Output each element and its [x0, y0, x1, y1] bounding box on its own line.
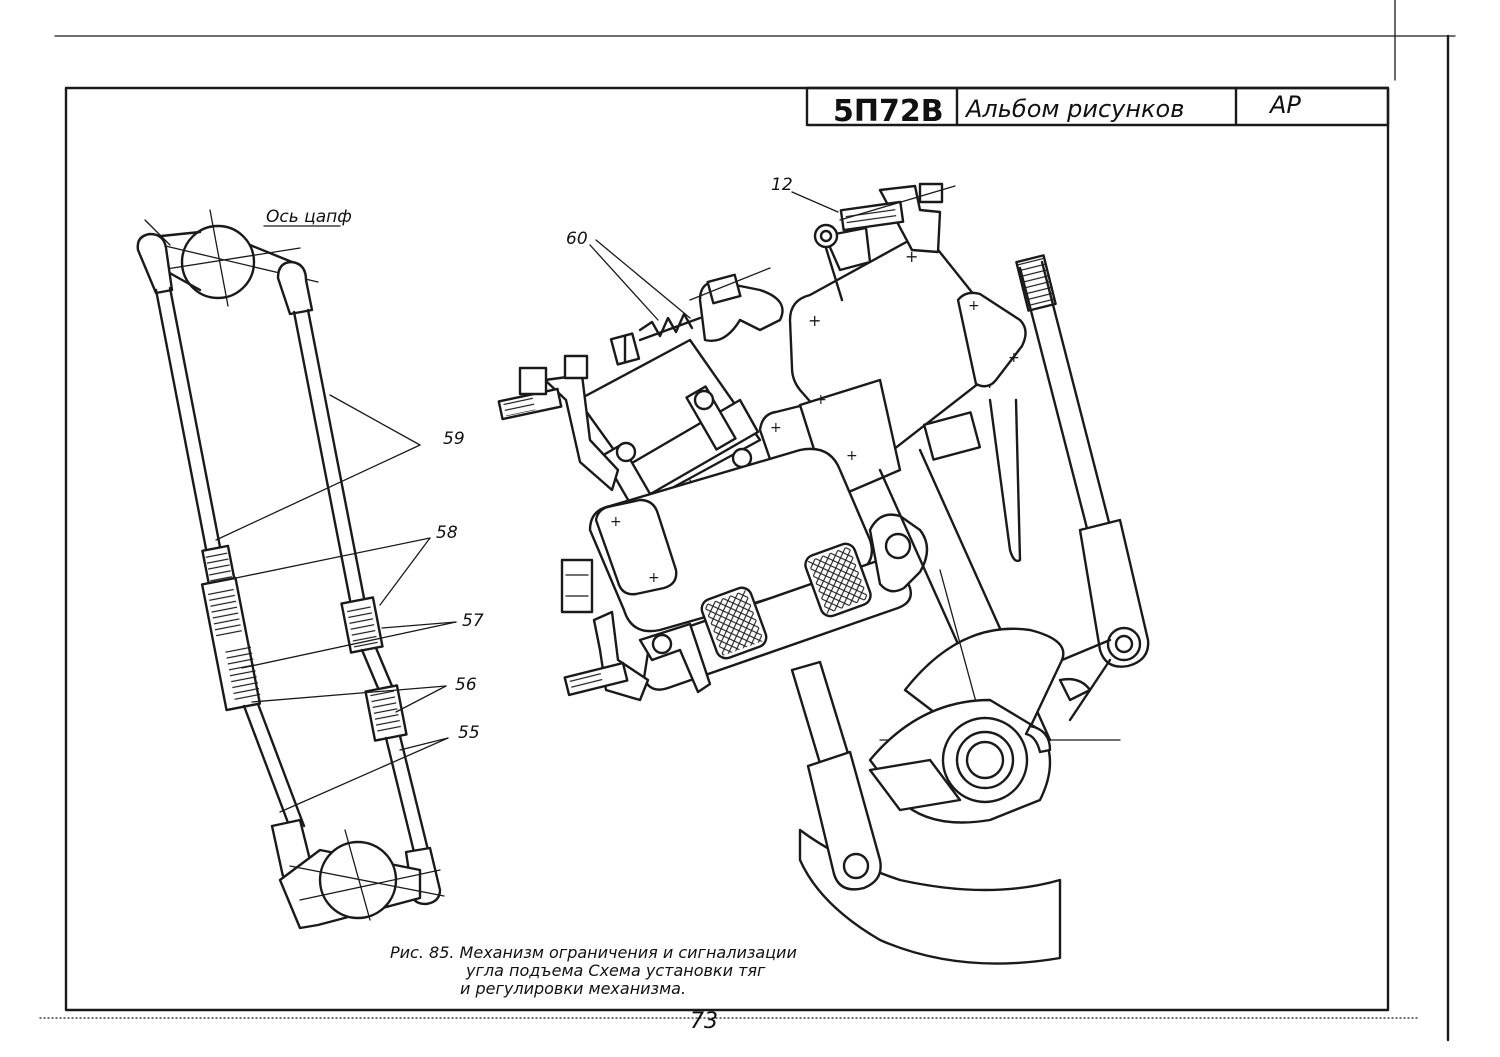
caption-line-3: и регулировки механизма. [460, 979, 686, 998]
callout-55: 55 [458, 723, 480, 743]
axis-label: Ось цапф [266, 207, 352, 227]
album-abbr: АР [1268, 91, 1301, 119]
svg-text:+: + [846, 448, 858, 464]
drawing-code: 5П72В [833, 94, 944, 129]
svg-text:+: + [905, 247, 918, 266]
callout-59: 59 [443, 429, 465, 449]
caption-line-1: Рис. 85. Механизм ограничения и сигнализ… [390, 943, 797, 962]
callout-58: 58 [436, 523, 458, 543]
svg-text:+: + [610, 514, 622, 530]
leader-lines [215, 191, 839, 813]
page-number: 73 [690, 1009, 718, 1034]
callout-12: 12 [771, 175, 793, 195]
callout-56: 56 [455, 675, 477, 695]
sheet-frame [39, 0, 1456, 1042]
callout-57: 57 [462, 611, 484, 631]
svg-text:+: + [815, 392, 827, 408]
svg-text:+: + [1008, 350, 1020, 366]
callout-labels: 12 60 59 58 57 56 55 Ось цапф [266, 175, 793, 743]
svg-text:+: + [968, 298, 980, 314]
album-title: Альбом рисунков [964, 95, 1184, 123]
caption-line-2: угла подъема Схема установки тяг [465, 961, 766, 980]
callout-60: 60 [566, 229, 588, 249]
title-block: 5П72В Альбом рисунков АР [805, 86, 1390, 129]
svg-text:+: + [770, 420, 782, 436]
limit-mechanism: + + + + + + [497, 182, 1150, 965]
figure-caption: Рис. 85. Механизм ограничения и сигнализ… [390, 943, 797, 998]
tie-rod-assembly [136, 209, 445, 930]
lower-trunnion [318, 840, 398, 920]
upper-trunnion [180, 224, 256, 300]
svg-text:+: + [808, 311, 821, 330]
svg-text:+: + [648, 570, 660, 586]
